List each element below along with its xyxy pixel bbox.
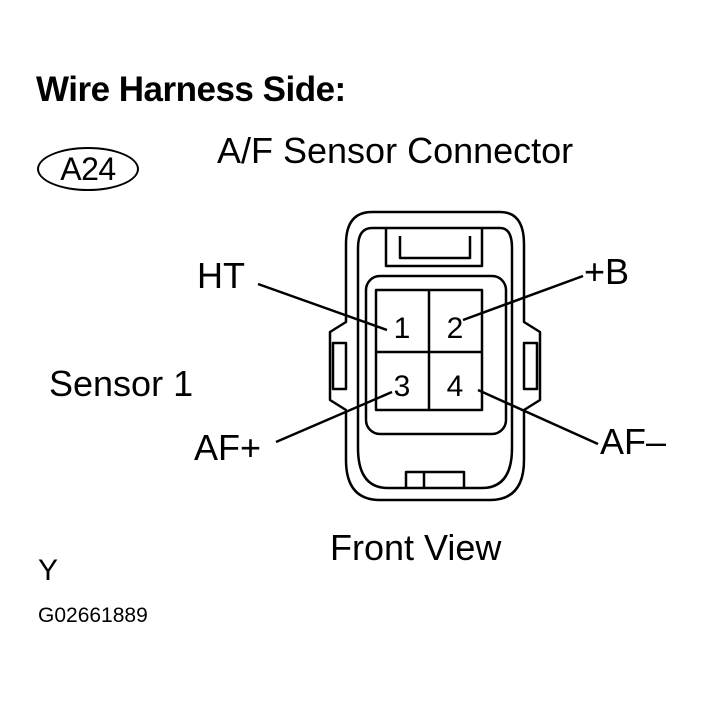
pin-number-3: 3 [394, 370, 411, 403]
leader-line-b [462, 274, 584, 322]
pin-label-af-minus: AF– [600, 421, 667, 462]
section-heading: Wire Harness Side: [36, 70, 346, 109]
sensor-label: Sensor 1 [49, 363, 194, 404]
pin-label-plus-b: +B [584, 251, 630, 292]
pin-label-af-plus: AF+ [194, 427, 262, 468]
connector-code-badge: A24 [37, 147, 139, 191]
connector-housing-outer [328, 210, 542, 502]
leader-line-ht [257, 282, 388, 332]
lock-tab [384, 228, 484, 268]
pin-label-ht: HT [197, 255, 245, 296]
lock-tab-inner [398, 236, 472, 260]
side-rib-right [522, 341, 539, 391]
pin-number-1: 1 [394, 312, 411, 345]
view-label: Front View [330, 527, 502, 568]
pin-number-2: 2 [447, 312, 464, 345]
bottom-key [404, 470, 466, 488]
connector-housing-inner [356, 226, 514, 490]
side-rib-left [331, 341, 348, 391]
terminal-block-outer [364, 274, 508, 436]
connector-code: A24 [60, 150, 116, 187]
pin-number-4: 4 [447, 370, 464, 403]
corner-letter: Y [38, 554, 59, 587]
figure-code: G02661889 [38, 604, 148, 627]
leader-line-afp [275, 390, 393, 444]
leader-line-afm [477, 388, 599, 446]
connector-title: A/F Sensor Connector [217, 130, 574, 171]
